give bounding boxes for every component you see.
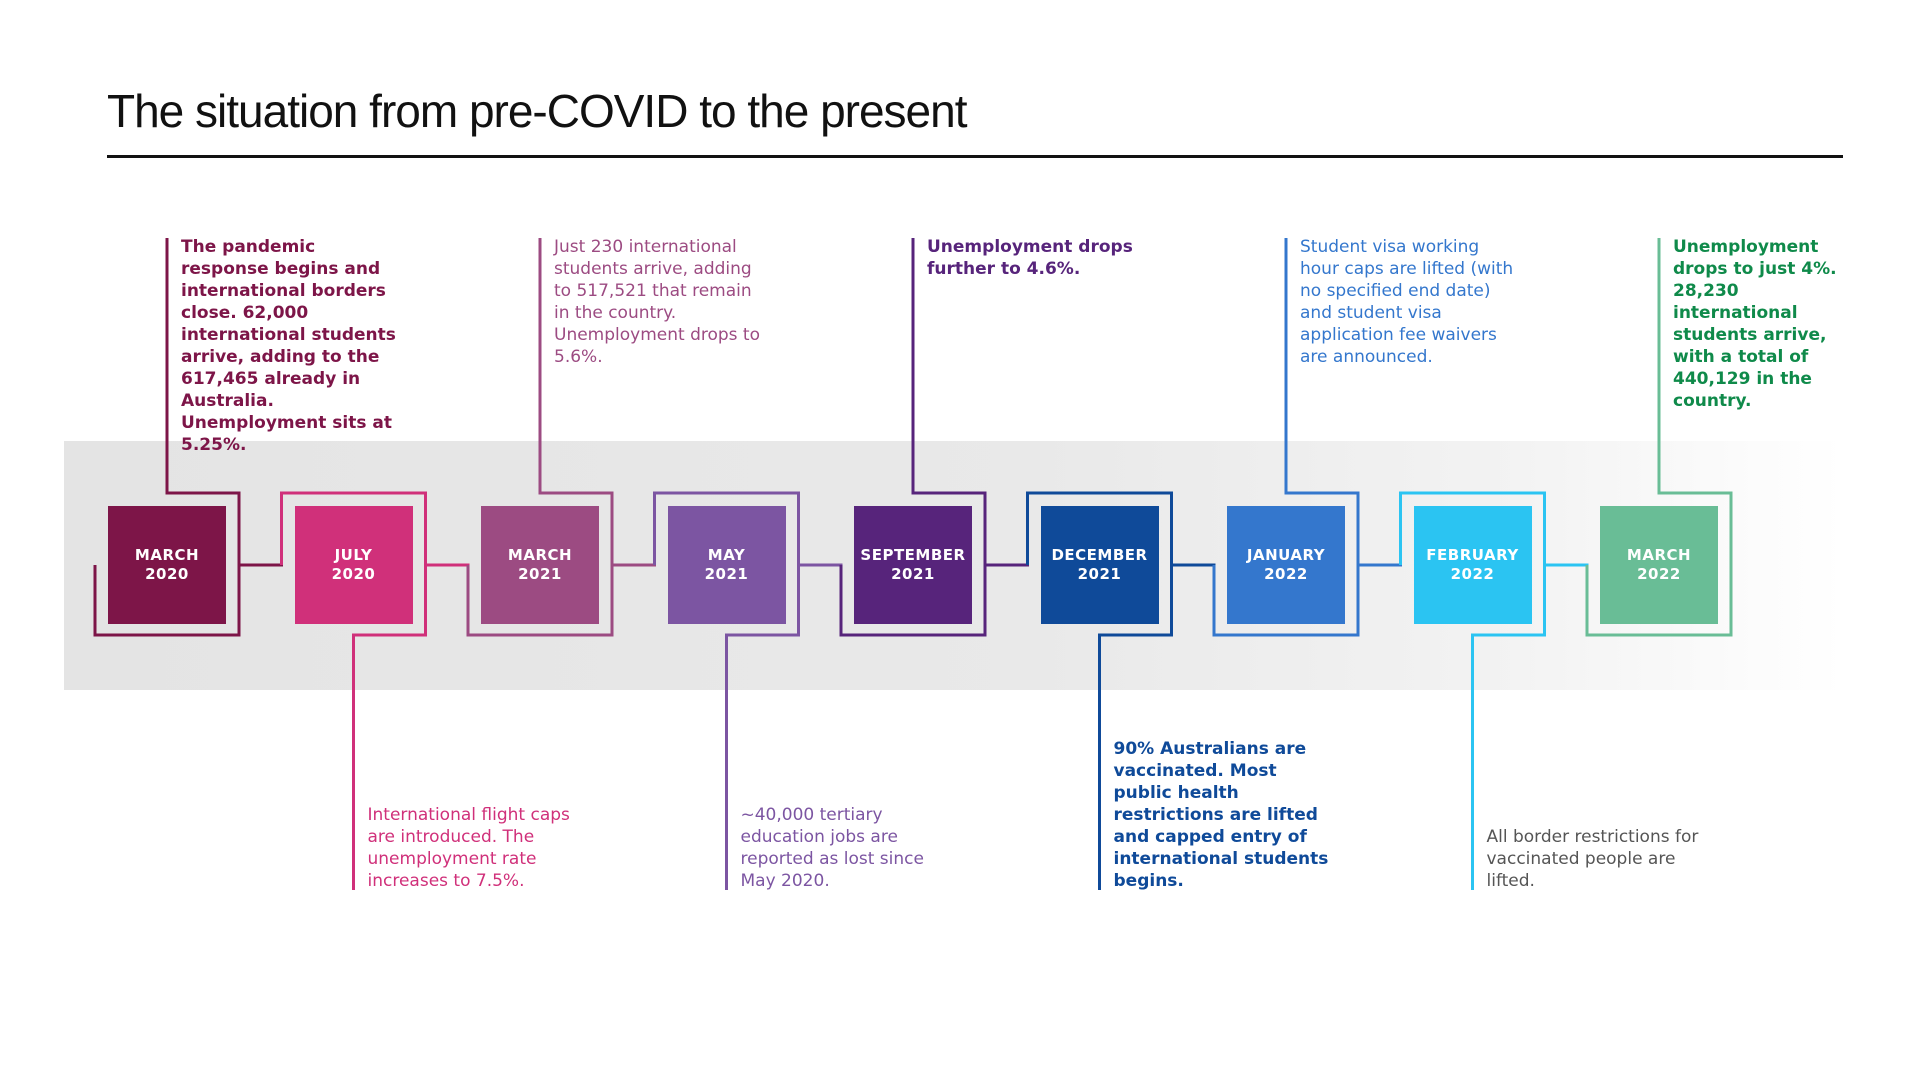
box-bracket: [1399, 491, 1546, 565]
box-bracket: [1098, 565, 1173, 890]
box-bracket: [280, 491, 427, 565]
event-box-may-2021: MAY 2021: [667, 506, 786, 624]
event-month: FEBRUARY: [1426, 546, 1519, 564]
event-year: 2022: [1264, 565, 1308, 583]
box-bracket: [653, 491, 800, 565]
page-title: The situation from pre-COVID to the pres…: [107, 85, 968, 137]
event-note-january-2022: Student visa working hour caps are lifte…: [1300, 237, 1514, 367]
event-box-march-2021: MARCH 2021: [481, 506, 599, 624]
event-box-march-2022: MARCH 2022: [1600, 506, 1718, 624]
event-year: 2021: [891, 565, 935, 583]
event-month: JANUARY: [1246, 546, 1326, 564]
event-note-march-2021: Just 230 international students arrive, …: [554, 237, 761, 367]
event-box-december-2021: DECEMBER 2021: [1040, 506, 1159, 624]
event-box-february-2022: FEBRUARY 2022: [1413, 506, 1532, 624]
event-note-march-2022: Unemployment drops to just 4%. 28,230 in…: [1673, 237, 1837, 411]
event-box-january-2022: JANUARY 2022: [1227, 506, 1345, 624]
event-year: 2021: [518, 565, 562, 583]
event-note-september-2021: Unemployment drops further to 4.6%.: [927, 237, 1133, 279]
event-year: 2022: [1637, 565, 1681, 583]
event-year: 2020: [145, 565, 189, 583]
event-note-december-2021: 90% Australians are vaccinated. Most pub…: [1113, 739, 1329, 891]
box-bracket: [1585, 238, 1733, 637]
event-year: 2021: [704, 565, 749, 583]
event-note-july-2020: International flight caps are introduced…: [367, 805, 570, 891]
event-month: DECEMBER: [1051, 546, 1148, 564]
event-note-may-2021: ~40,000 tertiary education jobs are repo…: [740, 805, 924, 891]
event-month: MARCH: [134, 546, 200, 564]
box-bracket: [1471, 565, 1546, 890]
event-note-march-2020: The pandemic response begins and interna…: [181, 237, 396, 455]
box-bracket: [1026, 491, 1173, 565]
event-box-july-2020: JULY 2020: [294, 506, 413, 624]
event-box-march-2020: MARCH 2020: [108, 506, 226, 624]
event-year: 2020: [331, 565, 376, 583]
event-month: MAY: [707, 546, 746, 564]
event-month: MARCH: [507, 546, 573, 564]
event-box-september-2021: SEPTEMBER 2021: [854, 506, 972, 624]
event-year: 2022: [1450, 565, 1495, 583]
event-month: SEPTEMBER: [860, 546, 966, 564]
box-bracket: [725, 565, 800, 890]
event-note-february-2022: All border restrictions for vaccinated p…: [1486, 827, 1699, 891]
title-divider: [107, 155, 1843, 158]
event-month: JULY: [334, 546, 373, 564]
event-year: 2021: [1077, 565, 1122, 583]
box-bracket: [352, 565, 427, 890]
event-month: MARCH: [1626, 546, 1692, 564]
